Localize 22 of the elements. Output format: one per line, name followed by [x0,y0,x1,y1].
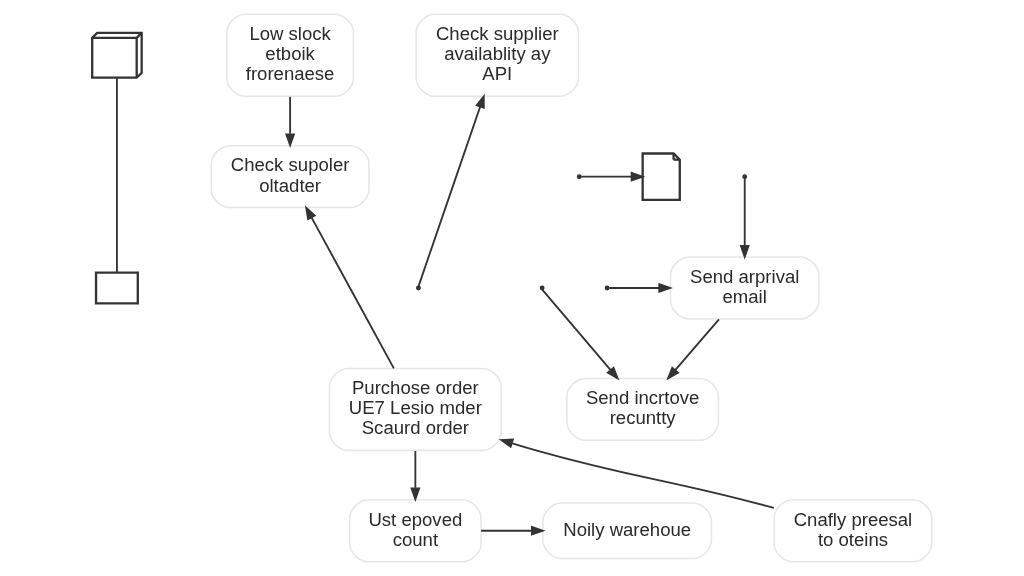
arrow [410,450,421,503]
node-box: Check supplier availablity ay API [415,13,580,98]
arrow [417,93,485,288]
node-box: Ust epoved count [348,499,482,563]
node-box: Send arprival email [669,256,820,320]
arrow [285,95,296,149]
node-box [94,271,139,305]
arrow [480,525,546,536]
arrow [608,282,673,294]
node-box: Cnafly preesal to oteins [773,499,933,563]
connector [116,77,118,273]
node-box: Noily warehoue [542,502,713,560]
arrow [580,171,646,182]
node-box: Purchose order UE7 Lesio mder Scaurd order [328,367,502,452]
arrow [666,318,720,381]
node-box: Send incrtove recuntty [566,377,720,442]
node-box: Check supoler oltadter [210,144,370,209]
node-box: Low slock etboik frorenaese [225,13,355,98]
arrow [498,438,775,509]
arrow [739,177,750,260]
arrow [541,288,620,381]
arrow [304,205,395,370]
